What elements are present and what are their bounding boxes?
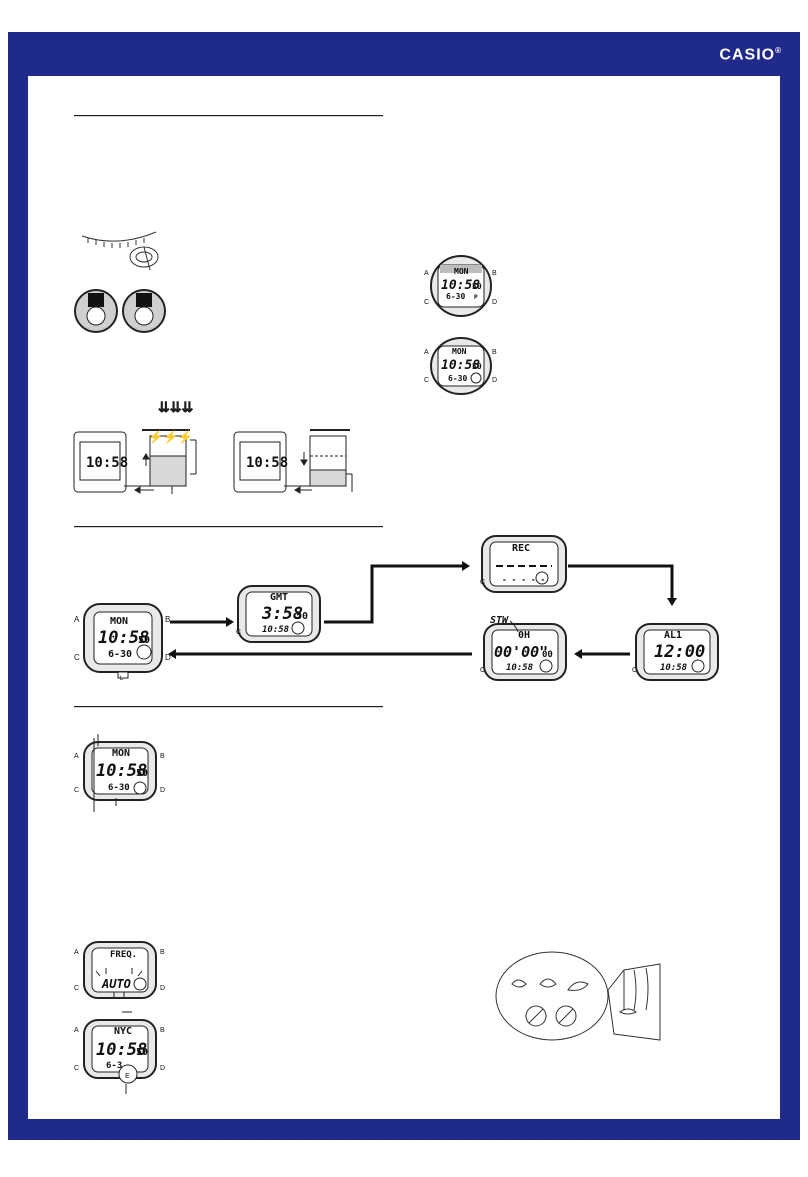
cycle-timekeeping-button-d: D <box>165 653 171 662</box>
nyc-date: 6-3 <box>106 1061 122 1071</box>
detail-button-c: C <box>74 787 79 794</box>
nyc-seconds: 50 <box>136 1047 148 1058</box>
casio-logo: CASIO® <box>719 46 782 64</box>
cycle-stopwatch-time: 00'00" <box>494 643 548 661</box>
watch-cycle-timekeeping <box>83 603 163 679</box>
cycle-rec-button-c: C <box>480 579 485 586</box>
nyc-label: NYC <box>114 1026 132 1037</box>
cycle-timekeeping-crown: L <box>120 676 124 682</box>
charge-right-time: 10:58 <box>246 455 288 471</box>
lamp-illustration <box>81 231 159 271</box>
right-top-button-b: B <box>492 270 497 277</box>
section-rule-1 <box>74 115 383 117</box>
right-bottom-seconds: 50 <box>472 362 482 371</box>
right-bottom-button-c: C <box>424 377 429 384</box>
watch-right-bottom <box>430 337 492 395</box>
cycle-alarm-subtime: 10:58 <box>660 663 687 673</box>
watch-right-top <box>430 255 492 317</box>
nyc-callout: E <box>125 1073 130 1080</box>
cycle-timekeeping-button-a: A <box>74 615 80 624</box>
right-top-time: 10:58 <box>441 278 480 293</box>
right-bottom-date: 6-30 <box>448 374 467 383</box>
cycle-stopwatch-button-c: C <box>480 667 485 674</box>
right-bottom-time: 10:58 <box>441 358 480 373</box>
cycle-rec-label: REC <box>512 543 530 554</box>
nyc-button-d: D <box>160 1065 165 1072</box>
watch-nyc <box>83 1011 157 1094</box>
right-bottom-button-d: D <box>492 377 497 384</box>
nyc-button-c: C <box>74 1065 79 1072</box>
cycle-timekeeping-day: MON <box>110 616 128 627</box>
cycle-alarm-button-c: C <box>632 667 637 674</box>
section-rule-3 <box>74 706 383 708</box>
watch-cycle-gmt <box>237 585 321 643</box>
right-top-button-a: A <box>424 270 429 277</box>
freq-button-a: A <box>74 949 79 956</box>
right-top-pm: P <box>474 294 478 301</box>
right-top-date: 6-30 <box>446 292 465 301</box>
cycle-gmt-button-c: C <box>236 629 241 636</box>
placement-illustration <box>495 951 661 1041</box>
nyc-button-a: A <box>74 1027 79 1034</box>
cycle-gmt-seconds: 50 <box>296 611 308 622</box>
right-top-seconds: 50 <box>472 282 482 291</box>
cycle-timekeeping-date: 6-30 <box>108 649 132 660</box>
freq-button-b: B <box>160 949 165 956</box>
right-bottom-button-b: B <box>492 349 497 356</box>
detail-button-d: D <box>160 787 165 794</box>
detail-button-a: A <box>74 753 79 760</box>
nyc-time: 10:58 <box>96 1040 147 1060</box>
charge-diagram-left: ⇊⇊⇊ ⚡⚡⚡ <box>73 399 197 494</box>
svg-text:⚡⚡⚡: ⚡⚡⚡ <box>148 430 193 444</box>
right-bottom-button-a: A <box>424 349 429 356</box>
cycle-timekeeping-button-b: B <box>165 615 170 624</box>
watch-freq <box>83 941 157 999</box>
freq-label: FREQ. <box>110 950 137 960</box>
section-rule-2 <box>74 526 383 528</box>
right-top-day: MON <box>454 267 469 276</box>
detail-day: MON <box>112 748 130 759</box>
mode-cycle-arrows <box>170 564 674 656</box>
cycle-stopwatch-callout: STW <box>490 615 509 626</box>
right-top-button-d: D <box>492 299 497 306</box>
watch-cycle-alarm <box>635 623 719 681</box>
cycle-alarm-label: AL1 <box>664 630 682 641</box>
cycle-stopwatch-label: 0H <box>518 630 530 641</box>
detail-time: 10:58 <box>96 761 147 781</box>
cycle-rec-dashes: - - - - - <box>502 575 545 584</box>
cycle-stopwatch-subtime: 10:58 <box>506 663 533 673</box>
detail-seconds: 50 <box>136 768 148 779</box>
prohibited-icons <box>74 289 166 333</box>
charge-left-time: 10:58 <box>86 455 128 471</box>
casio-logo-text: CASIO <box>719 46 776 64</box>
right-bottom-day: MON <box>452 347 467 356</box>
freq-button-c: C <box>74 985 79 992</box>
cycle-timekeeping-seconds: 50 <box>138 635 150 646</box>
right-top-button-c: C <box>424 299 429 306</box>
casio-logo-mark: ® <box>775 46 782 55</box>
watch-cycle-stopwatch <box>483 620 567 681</box>
cycle-stopwatch-seconds: 00 <box>542 650 553 660</box>
cycle-timekeeping-button-c: C <box>74 653 80 662</box>
cycle-gmt-time: 3:58 <box>261 604 303 624</box>
detail-button-b: B <box>160 753 165 760</box>
cycle-alarm-time: 12:00 <box>654 642 705 662</box>
watch-cycle-rec <box>481 535 567 593</box>
cycle-gmt-subtime: 10:58 <box>262 625 289 635</box>
freq-value: AUTO <box>101 977 131 991</box>
watch-detail-timekeeping <box>83 734 157 812</box>
mode-cycle-arrowheads <box>168 561 677 659</box>
cycle-timekeeping-time: 10:58 <box>98 628 149 648</box>
nyc-button-b: B <box>160 1027 165 1034</box>
detail-date: 6-30 <box>108 783 130 793</box>
svg-text:⇊⇊⇊: ⇊⇊⇊ <box>158 399 193 415</box>
charge-diagram-right <box>233 429 353 494</box>
cycle-gmt-label: GMT <box>270 592 288 603</box>
freq-button-d: D <box>160 985 165 992</box>
